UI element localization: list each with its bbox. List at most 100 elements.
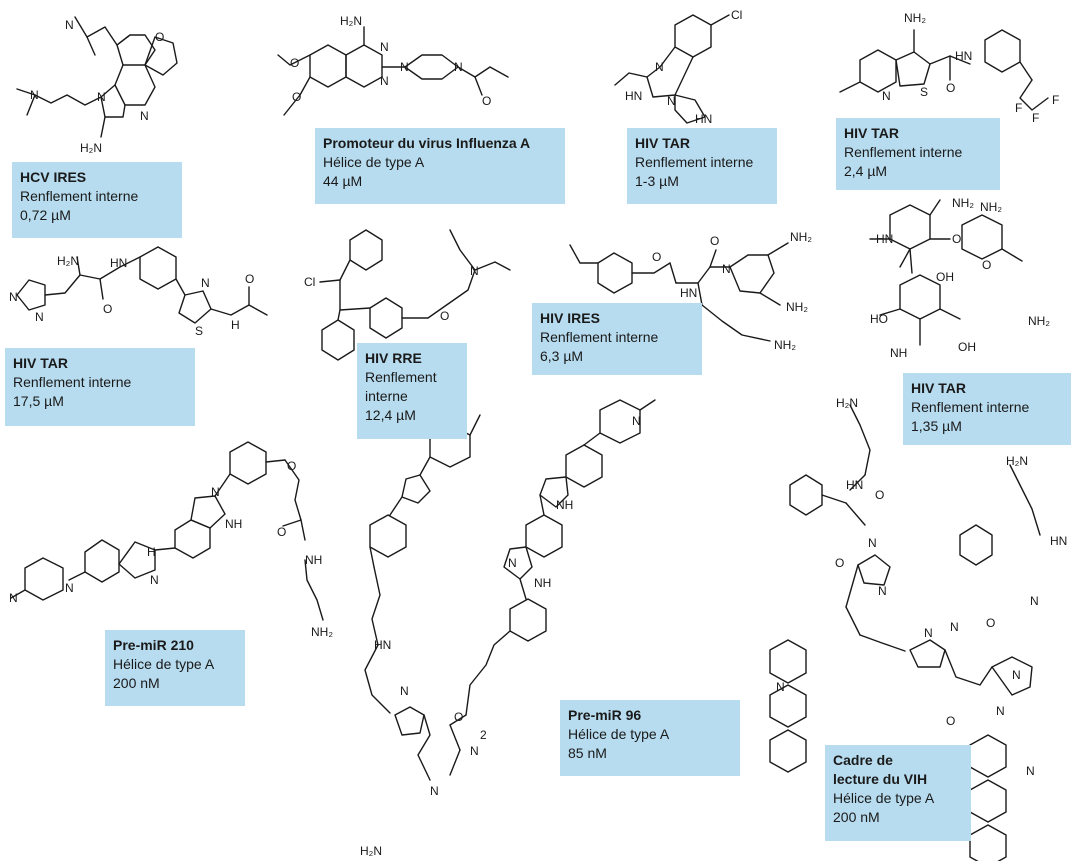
atom-label: NH₂ (980, 200, 1002, 214)
atom-label: N (996, 704, 1005, 718)
atom-label: NH₂ (786, 300, 808, 314)
label-hiv-rre: HIV RRE Renflement interne 12,4 µM (357, 343, 467, 439)
molecule-hiv-ires-drawing: O HN O N NH₂ NH₂ NH₂ (569, 230, 812, 352)
molecule-hiv-tar-2: NH₂ N S HN O F F F (820, 0, 1070, 125)
label-target: Hélice de type A (323, 154, 425, 170)
atom-label: NH₂ (904, 11, 926, 25)
atom-label: N (722, 262, 731, 276)
label-hiv-tar-4: HIV TAR Renflement interne 1,35 µM (903, 373, 1071, 445)
atom-label: F (1015, 101, 1022, 115)
label-target: Hélice de type A (833, 790, 935, 806)
atom-label: N (776, 680, 785, 694)
atom-label: H₂N (340, 14, 362, 28)
label-title: Pre-miR 96 (568, 707, 642, 723)
label-title: HIV RRE (365, 350, 422, 366)
atom-label: NH (534, 576, 551, 590)
atom-label: NH₂ (774, 338, 796, 352)
label-title: HIV TAR (911, 380, 966, 396)
atom-label: HN (374, 638, 391, 652)
atom-label: N (150, 573, 159, 587)
atom-label: NH (225, 517, 242, 531)
label-hiv-tar-3: HIV TAR Renflement interne 17,5 µM (5, 348, 195, 426)
label-title: HCV IRES (20, 169, 87, 185)
atom-label: H (231, 318, 240, 332)
atom-label: O (277, 525, 286, 539)
atom-label: OH (936, 270, 954, 284)
label-hcv-ires: HCV IRES Renflement interne 0,72 µM (12, 162, 182, 238)
atom-label: O (652, 250, 661, 264)
atom-label: N (878, 584, 887, 598)
molecule-hiv-tar-1-drawing: Cl N N HN HN (614, 8, 742, 126)
atom-label: O (946, 81, 955, 95)
atom-label: S (920, 85, 928, 99)
molecule-hiv-rre: Cl O N (300, 220, 570, 380)
molecule-hiv-rre-drawing: Cl O N (304, 229, 511, 361)
label-target: Renflement interne (911, 399, 1030, 415)
label-target: Renflement interne (540, 329, 659, 345)
atom-label: Cl (304, 275, 315, 289)
label-target: Renflement (365, 369, 437, 385)
label-value: 2,4 µM (844, 163, 888, 179)
label-target: Renflement interne (844, 144, 963, 160)
atom-label: H₂N (360, 844, 382, 858)
label-influenza-promoter: Promoteur du virus Influenza A Hélice de… (315, 128, 565, 204)
label-target: Renflement interne (635, 154, 754, 170)
atom-label: HN (955, 49, 972, 63)
label-title: Promoteur du virus Influenza A (323, 135, 531, 151)
label-target: Hélice de type A (113, 656, 215, 672)
label-target: Hélice de type A (568, 726, 670, 742)
atom-label: N (655, 60, 664, 74)
atom-label: N (400, 684, 409, 698)
atom-label: NH₂ (952, 196, 974, 210)
molecule-hcv-ires-drawing: N O N N N H₂N (16, 16, 178, 155)
atom-label: O (946, 714, 955, 728)
atom-label: H₂N (836, 396, 858, 410)
atom-label: HN (625, 89, 642, 103)
atom-label: O (454, 710, 463, 724)
atom-label: N (430, 784, 439, 798)
atom-label: O (482, 94, 491, 108)
atom-label: N (30, 88, 39, 102)
atom-label: O (287, 459, 296, 473)
label-title-2: lecture du VIH (833, 771, 928, 787)
molecule-pre-mir-96: N NH NH N O N 2 N HN N H₂N (360, 395, 745, 860)
molecule-hiv-tar-3: N N H₂N O HN N S H O (5, 235, 275, 345)
atom-label: O (982, 258, 991, 272)
atom-label: N (1030, 594, 1039, 608)
atom-label: N (97, 90, 106, 104)
molecule-hiv-tar-2-drawing: NH₂ N S HN O F F F (839, 11, 1059, 125)
atom-label: HN (846, 478, 863, 492)
atom-label: N (65, 581, 74, 595)
atom-label: N (632, 414, 641, 428)
atom-label: HN (680, 286, 697, 300)
label-value: 6,3 µM (540, 348, 584, 364)
atom-label: N (380, 40, 389, 54)
label-pre-mir-96: Pre-miR 96 Hélice de type A 85 nM (560, 700, 740, 776)
atom-label: N (470, 264, 479, 278)
atom-label: NH (890, 346, 907, 360)
atom-label: O (875, 488, 884, 502)
atom-label: N (1026, 764, 1035, 778)
label-target: Renflement interne (13, 374, 132, 390)
molecule-hiv-tar-4-drawing: NH₂ HN O NH₂ O OH NH₂ HO NH OH (869, 196, 1050, 360)
atom-label: O (292, 90, 301, 104)
label-title: HIV IRES (540, 310, 600, 326)
molecule-pre-mir-210-drawing: O O NH NH₂ N NH H N N N (9, 441, 333, 639)
label-title: Pre-miR 210 (113, 637, 194, 653)
label-value: 200 nM (113, 675, 160, 691)
atom-label: HN (695, 112, 712, 126)
label-value: 0,72 µM (20, 207, 71, 223)
molecule-hcv-ires: N O N N N H₂N (5, 5, 195, 160)
atom-label: N (140, 109, 149, 123)
atom-label: N (400, 60, 409, 74)
atom-label: O (245, 272, 254, 286)
atom-label: HO (870, 312, 888, 326)
atom-label: N (667, 94, 676, 108)
atom-label: H₂N (80, 141, 102, 155)
atom-label: N (924, 626, 933, 640)
molecule-hiv-frameshift: H₂N HN O N O N N N N H₂N HN O N N O N N (750, 395, 1070, 861)
atom-label: O (986, 616, 995, 630)
label-pre-mir-210: Pre-miR 210 Hélice de type A 200 nM (105, 630, 245, 706)
atom-label: NH (556, 498, 573, 512)
label-title: HIV TAR (844, 125, 899, 141)
